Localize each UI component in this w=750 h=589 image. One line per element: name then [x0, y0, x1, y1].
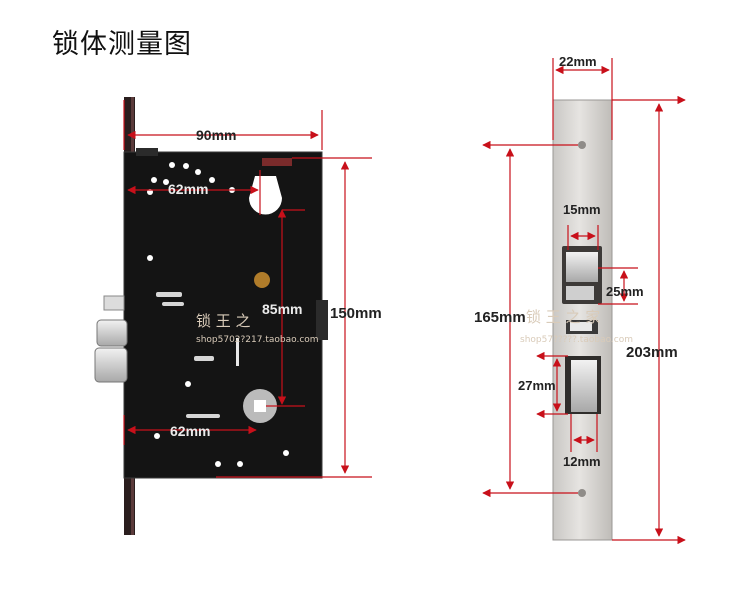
lock-body-side-view — [94, 97, 328, 535]
dim-90mm: 90mm — [196, 127, 236, 143]
dim-150mm: 150mm — [330, 305, 382, 322]
cylinder-cutout — [249, 176, 282, 215]
watermark-shop-right: shop57?????.taobao.com — [520, 335, 633, 345]
dim-62mm-top: 62mm — [168, 181, 208, 197]
dim-165mm: 165mm — [474, 309, 526, 326]
dim-25mm: 25mm — [606, 284, 644, 299]
faceplate-front-view — [552, 99, 613, 541]
right-dimension-lines — [482, 58, 686, 545]
dim-12mm: 12mm — [563, 454, 601, 469]
screw-top — [578, 141, 586, 149]
page-title: 锁体测量图 — [52, 29, 192, 60]
dim-62mm-bottom: 62mm — [170, 423, 210, 439]
watermark-shop-left: shop5702?217.taobao.com — [196, 335, 319, 345]
mounting-holes — [147, 162, 289, 467]
watermark-chars-right: 锁 王 之 家 — [526, 308, 600, 326]
dim-203mm: 203mm — [626, 344, 678, 361]
dim-27mm: 27mm — [518, 378, 556, 393]
watermark-chars-left: 锁 王 之 — [196, 312, 251, 330]
dim-85mm: 85mm — [262, 301, 302, 317]
dead-bolt-side — [94, 347, 128, 383]
latch-bolt-side — [96, 319, 128, 347]
screw-bottom — [578, 489, 586, 497]
dim-22mm: 22mm — [559, 54, 597, 69]
dim-15mm: 15mm — [563, 202, 601, 217]
left-dimension-lines — [123, 100, 372, 478]
lock-case — [124, 152, 322, 478]
